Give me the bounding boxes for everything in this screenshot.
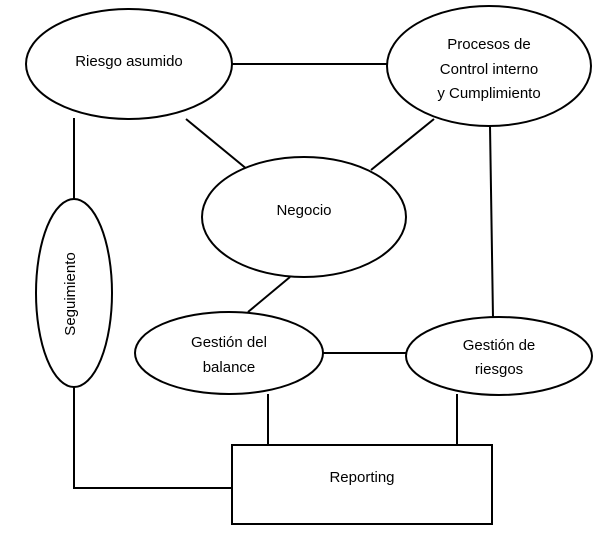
gestion-balance-label-line2: balance [203, 359, 256, 376]
riesgo-asumido-ellipse [25, 8, 233, 120]
node-negocio: Negocio [201, 156, 407, 278]
edge-negocio-gestion-balance [247, 276, 291, 313]
edge-riesgo-negocio [185, 118, 249, 171]
procesos-control-label-line2: Control interno [440, 61, 538, 78]
gestion-riesgos-label-line1: Gestión de [463, 337, 536, 354]
node-gestion-balance: Gestión del balance [134, 311, 324, 395]
node-riesgo-asumido: Riesgo asumido [25, 8, 233, 120]
node-gestion-riesgos: Gestión de riesgos [405, 316, 593, 396]
negocio-ellipse [201, 156, 407, 278]
gestion-balance-ellipse [134, 311, 324, 395]
riesgo-asumido-label: Riesgo asumido [75, 53, 183, 70]
procesos-control-label-line3: y Cumplimiento [437, 85, 540, 102]
gestion-riesgos-label-line2: riesgos [475, 361, 523, 378]
node-procesos-control: Procesos de Control interno y Cumplimien… [386, 5, 592, 127]
reporting-box [231, 444, 493, 525]
connectors [73, 63, 494, 489]
procesos-control-label-line1: Procesos de [447, 36, 530, 53]
negocio-label: Negocio [276, 202, 331, 219]
seguimiento-label: Seguimiento [62, 252, 79, 335]
edge-procesos-negocio [370, 118, 435, 171]
reporting-label: Reporting [329, 469, 394, 486]
node-seguimiento: Seguimiento [35, 198, 113, 388]
edge-seguimiento-reporting [73, 387, 232, 489]
node-reporting: Reporting [231, 444, 493, 525]
gestion-balance-label-line1: Gestión del [191, 334, 267, 351]
procesos-control-ellipse [386, 5, 592, 127]
gestion-riesgos-ellipse [405, 316, 593, 396]
edge-procesos-gestion-riesgos [489, 125, 494, 319]
seguimiento-ellipse [35, 198, 113, 388]
